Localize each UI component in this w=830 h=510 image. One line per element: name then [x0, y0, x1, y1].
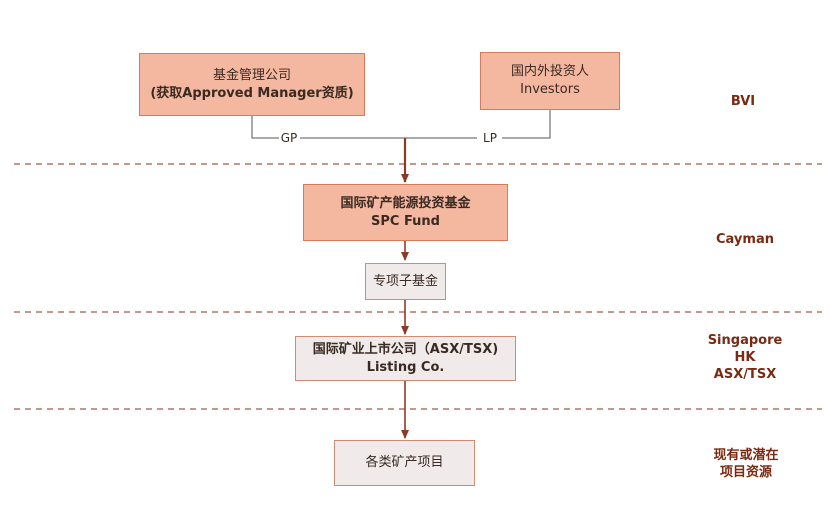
lp-label: LP [483, 131, 497, 145]
fund-manager-title: 基金管理公司 [212, 67, 291, 83]
projects-box: 各类矿产项目 [334, 440, 475, 486]
listing-co-subtitle: Listing Co. [366, 359, 445, 375]
region-resources-line2: 项目资源 [719, 465, 772, 480]
listing-co-box: 国际矿业上市公司（ASX/TSX) Listing Co. [295, 336, 516, 381]
projects-label: 各类矿产项目 [365, 455, 444, 470]
spc-fund-title: 国际矿产能源投资基金 [340, 195, 471, 211]
spc-fund-subtitle: SPC Fund [370, 213, 440, 229]
investors-box: 国内外投资人 Investors [480, 52, 620, 110]
region-singapore-line2: HK [734, 350, 756, 365]
region-bvi-label: BVI [730, 94, 756, 109]
lp-connector [502, 110, 551, 139]
region-singapore-line1: Singapore [707, 333, 783, 348]
fund-manager-subtitle: (获取Approved Manager资质) [150, 85, 354, 101]
region-resources: 现有或潜在 项目资源 [700, 447, 792, 481]
listing-co-title: 国际矿业上市公司（ASX/TSX) [312, 341, 499, 357]
region-resources-line1: 现有或潜在 [713, 448, 779, 463]
region-bvi: BVI [700, 93, 786, 110]
region-cayman: Cayman [700, 231, 790, 248]
region-cayman-label: Cayman [716, 232, 774, 247]
spc-fund-box: 国际矿产能源投资基金 SPC Fund [303, 184, 508, 241]
fund-manager-box: 基金管理公司 (获取Approved Manager资质) [139, 53, 365, 116]
region-singapore-line3: ASX/TSX [713, 367, 777, 382]
gp-label: GP [281, 131, 298, 145]
special-fund-box: 专项子基金 [365, 263, 446, 300]
gp-connector [251, 116, 279, 139]
special-fund-label: 专项子基金 [372, 273, 438, 289]
region-singapore: Singapore HK ASX/TSX [700, 332, 790, 383]
investors-title: 国内外投资人 [510, 64, 589, 79]
investors-subtitle: Investors [520, 82, 580, 97]
